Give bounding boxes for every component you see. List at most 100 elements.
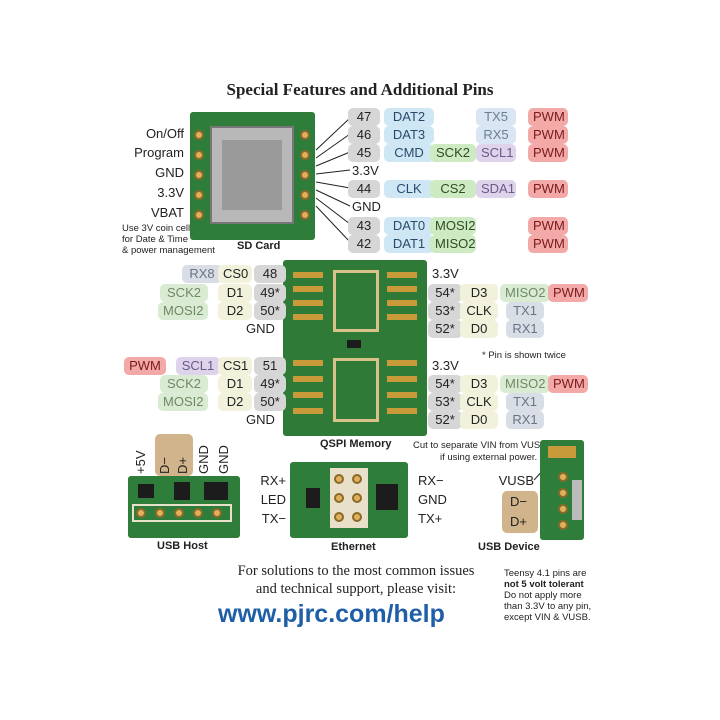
warn-line-4: than 3.3V to any pin, xyxy=(504,601,592,612)
usbhost-pin-gnd2: GND xyxy=(216,445,231,474)
pin-54-b: 54* xyxy=(428,375,462,393)
pin-49-a: 49* xyxy=(254,284,286,302)
tag-sda1: SDA1 xyxy=(476,180,516,198)
tag-pwm-43: PWM xyxy=(528,217,568,235)
label-3v3: 3.3V xyxy=(157,185,184,200)
voltage-warning: Teensy 4.1 pins are not 5 volt tolerant … xyxy=(504,568,591,623)
tag-sck2: SCK2 xyxy=(430,144,476,162)
qspi-caption: QSPI Memory xyxy=(320,438,392,450)
pin-49-b: 49* xyxy=(254,375,286,393)
pin-53-b: 53* xyxy=(428,393,462,411)
label-program: Program xyxy=(134,145,184,160)
vbat-note-1: Use 3V coin cell xyxy=(122,223,191,234)
pin-44: 44 xyxy=(348,180,380,198)
tag-clk: CLK xyxy=(384,180,434,198)
usbhost-pin-dminus: D− xyxy=(157,457,172,474)
sdcard-board-image xyxy=(190,112,315,240)
pin-42: 42 xyxy=(348,235,380,253)
sdcard-connector-lines xyxy=(315,117,351,243)
pin-52-a: 52* xyxy=(428,320,462,338)
vbat-note-2: for Date & Time xyxy=(122,234,188,245)
tag-miso2: MISO2 xyxy=(430,235,476,253)
tag-pwm-44: PWM xyxy=(528,180,568,198)
usbhost-caption: USB Host xyxy=(157,540,208,552)
tag-d3-a: D3 xyxy=(460,284,498,302)
tag-dat1: DAT1 xyxy=(384,235,434,253)
label-onoff: On/Off xyxy=(145,126,184,141)
footer-line-2: and technical support, please visit: xyxy=(255,581,457,597)
tag-d0-b: D0 xyxy=(460,411,498,429)
usbdevice-dplus: D+ xyxy=(510,514,527,529)
tag-cs0: CS0 xyxy=(218,265,252,283)
tag-dat0: DAT0 xyxy=(384,217,434,235)
pin-47: 47 xyxy=(348,108,380,126)
warn-line-2: not 5 volt tolerant xyxy=(504,579,584,590)
sdcard-caption: SD Card xyxy=(237,240,281,252)
qspi-footprint-bottom xyxy=(333,358,379,422)
eth-gnd: GND xyxy=(418,492,447,507)
tag-d3-b: D3 xyxy=(460,375,498,393)
usbdevice-dminus: D− xyxy=(510,494,527,509)
eth-tx-plus: TX+ xyxy=(418,511,443,526)
tag-d1-a: D1 xyxy=(218,284,252,302)
tag-scl1-b: SCL1 xyxy=(176,357,220,375)
vbat-note-3: & power management xyxy=(122,245,215,256)
tag-d1-b: D1 xyxy=(218,375,252,393)
usbhost-pin-dplus: D+ xyxy=(175,457,190,474)
tag-pwm-46: PWM xyxy=(528,126,568,144)
label-gnd-qb: GND xyxy=(246,412,275,427)
usbdevice-note-2: if using external power. xyxy=(440,452,538,463)
eth-rx-plus: RX+ xyxy=(260,473,286,488)
tag-cmd: CMD xyxy=(384,144,434,162)
usbdevice-note-1: Cut to separate VIN from VUSB, xyxy=(413,440,550,451)
pin-45: 45 xyxy=(348,144,380,162)
sdcard-slot xyxy=(210,126,294,224)
pin-51: 51 xyxy=(254,357,286,375)
pin-52-b: 52* xyxy=(428,411,462,429)
tag-pwm-51: PWM xyxy=(124,357,166,375)
ethernet-board-image xyxy=(290,462,408,538)
label-gnd: GND xyxy=(155,165,184,180)
usbdevice-caption: USB Device xyxy=(478,541,540,553)
tag-dat2: DAT2 xyxy=(384,108,434,126)
pin-note: * Pin is shown twice xyxy=(482,350,566,361)
tag-miso2-a: MISO2 xyxy=(500,284,550,302)
usbhost-board-image xyxy=(128,476,240,538)
pin-50-a: 50* xyxy=(254,302,286,320)
pin-50-b: 50* xyxy=(254,393,286,411)
usbhost-data-highlight xyxy=(155,434,193,476)
eth-rx-minus: RX− xyxy=(418,473,444,488)
tag-rx1-b: RX1 xyxy=(506,411,544,429)
help-url-link[interactable]: www.pjrc.com/help xyxy=(218,600,445,628)
usbdevice-board-image xyxy=(540,440,584,540)
tag-clk-b: CLK xyxy=(460,393,498,411)
tag-d0-a: D0 xyxy=(460,320,498,338)
tag-mosi2-b: MOSI2 xyxy=(158,393,208,411)
tag-sck2-a: SCK2 xyxy=(160,284,208,302)
warn-line-1: Teensy 4.1 pins are xyxy=(504,568,587,579)
usbdevice-data-highlight xyxy=(502,491,538,533)
tag-mosi2: MOSI2 xyxy=(430,217,476,235)
usbhost-pin-gnd1: GND xyxy=(196,445,211,474)
label-3v3-qa: 3.3V xyxy=(432,266,459,281)
tag-cs2: CS2 xyxy=(430,180,476,198)
tag-cs1: CS1 xyxy=(218,357,252,375)
tag-sck2-b: SCK2 xyxy=(160,375,208,393)
tag-pwm-47: PWM xyxy=(528,108,568,126)
warn-line-3: Do not apply more xyxy=(504,590,582,601)
footer-text: For solutions to the most common issues … xyxy=(200,562,512,598)
pin-48: 48 xyxy=(254,265,286,283)
tag-pwm-42: PWM xyxy=(528,235,568,253)
tag-d2-b: D2 xyxy=(218,393,252,411)
tag-pwm-45: PWM xyxy=(528,144,568,162)
tag-clk-a: CLK xyxy=(460,302,498,320)
tag-tx1-a: TX1 xyxy=(506,302,544,320)
qspi-footprint-top xyxy=(333,270,379,332)
sdcard-slot-inner xyxy=(222,140,282,210)
label-gnd-qa: GND xyxy=(246,321,275,336)
pin-54-a: 54* xyxy=(428,284,462,302)
footer-line-1: For solutions to the most common issues xyxy=(237,563,475,579)
ethernet-caption: Ethernet xyxy=(331,541,376,553)
label-3v3-qb: 3.3V xyxy=(432,358,459,373)
pin-gnd: GND xyxy=(352,199,381,214)
